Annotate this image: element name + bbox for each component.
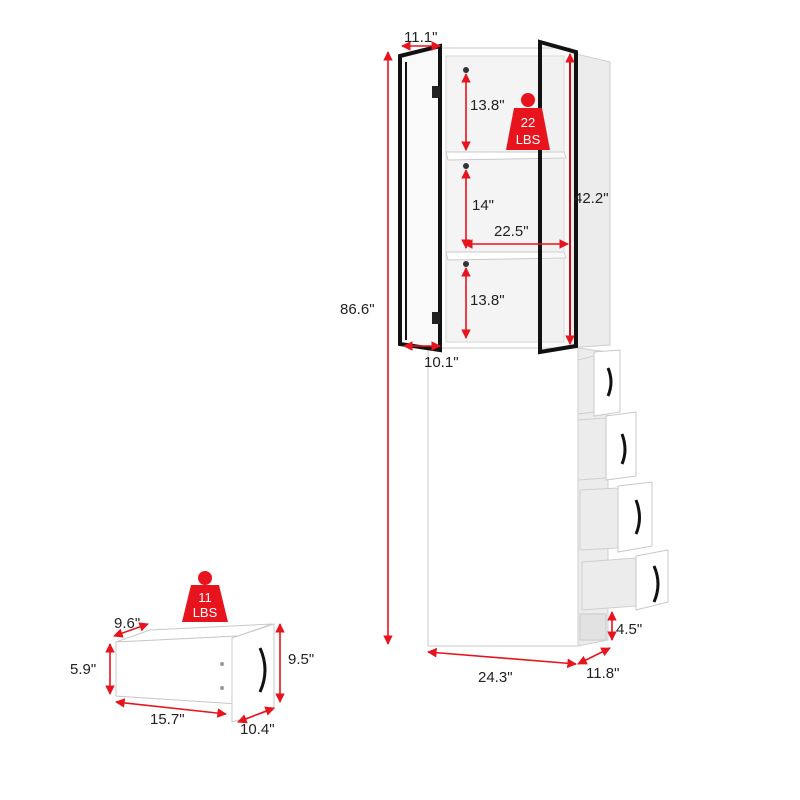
drawer-width-line [237,706,275,724]
cabinet-depth-label: 11.8" [586,665,619,682]
drawer-4 [581,549,669,611]
drawer-height-label: 9.5" [288,651,314,668]
drawer-dimensions: 9.6" 5.9" 9.5" 15.7" 10.4" [70,615,314,738]
hinge-icon [432,312,440,324]
drawer-handle-icon [652,565,660,603]
glass-door-left [398,43,442,353]
drawer-weight-badge: 11 LBS [182,571,228,622]
drawer-depth-label: 9.6" [114,615,140,632]
upper-height-label: 42.2" [574,190,609,207]
screw-icon [220,662,224,666]
shelf-weight-badge: 22 LBS [506,93,550,150]
shelf-gap-mid-label: 14" [472,197,494,214]
drawer-detail-body [115,635,239,705]
shelf-gap-top-label: 13.8" [470,97,505,114]
drawer-3 [579,481,653,553]
cabinet-depth-line [577,647,611,665]
drawer-handle-icon [634,499,641,535]
light-icon [463,261,469,267]
upper-depth-label: 11.1" [404,29,437,46]
drawer-width-label: 10.4" [240,721,275,738]
shelf-weight-unit: LBS [516,132,541,147]
drawer-1 [577,349,621,417]
drawer-length-line [115,698,227,718]
cabinet-width-line [427,647,577,669]
weight-icon [521,93,535,107]
base-height-label: 4.5" [616,621,642,638]
cabinet-width-label: 24.3" [478,669,513,686]
light-icon [463,163,469,169]
height-total-label: 86.6" [340,301,375,318]
cabinet-dimensions: 86.6" 11.1" 42.2" 13.8" 14" 13.8" 22.5" … [340,29,642,686]
lower-cabinet-body [427,347,579,647]
drawer-detail-front [231,623,275,723]
drawer-handle-icon [258,647,267,693]
weight-icon [198,571,212,585]
shelf-gap-bottom-label: 13.8" [470,292,505,309]
drawer-weight-value: 11 [198,590,212,605]
inner-width-label: 22.5" [494,223,529,240]
hinge-icon [432,86,440,98]
drawer-length-label: 15.7" [150,711,185,728]
door-width-label: 10.1" [424,354,459,371]
drawer-depth-line [113,622,149,638]
base-plinth [579,613,607,641]
drawer-handle-icon [620,433,627,465]
drawer-2 [577,411,637,481]
drawer-detail [115,623,275,723]
shelf-weight-value: 22 [521,115,535,130]
drawer-weight-unit: LBS [193,605,218,620]
drawer-handle-icon [606,367,613,397]
light-icon [463,67,469,73]
screw-icon [220,686,224,690]
drawer-inner-height-label: 5.9" [70,661,96,678]
